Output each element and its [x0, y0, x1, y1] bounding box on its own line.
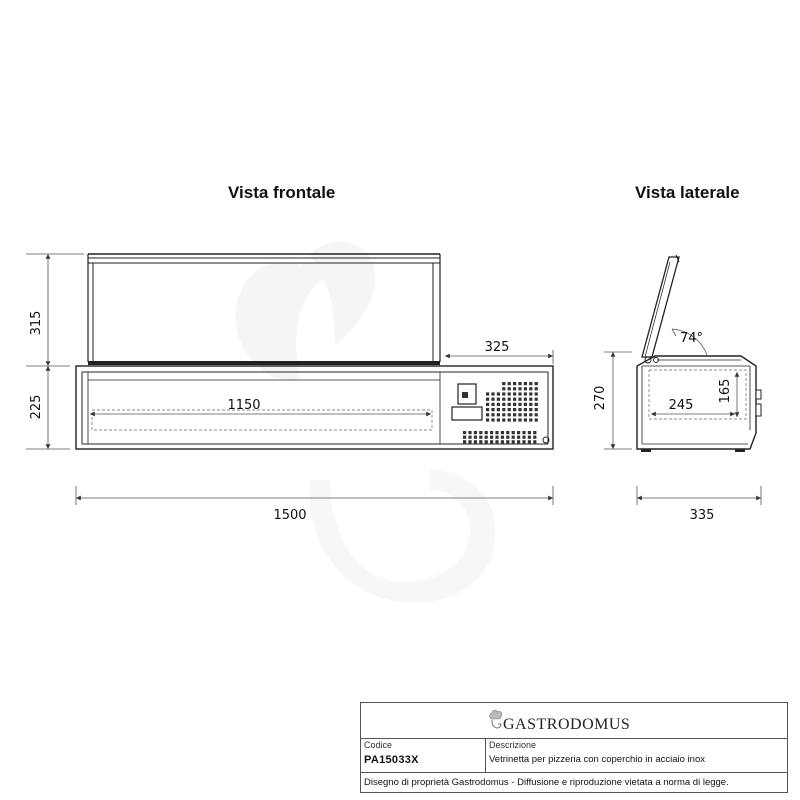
dim-front-body-height: 225 [29, 395, 44, 420]
code-cell: Codice PA15033X [361, 739, 486, 772]
dim-front-total-width: 1500 [273, 508, 306, 523]
title-block: GASTRODOMUS Codice PA15033X Descrizione … [360, 702, 788, 793]
description-cell: Descrizione Vetrinetta per pizzeria con … [486, 739, 787, 772]
dim-side-total-depth: 335 [690, 508, 715, 523]
front-glass-lid [87, 253, 441, 365]
side-view: 74° 270 165 245 335 [593, 254, 762, 523]
front-control-panel [451, 382, 550, 444]
side-dimensions: 270 165 245 335 [593, 351, 762, 523]
dim-front-glass-height: 315 [29, 311, 44, 336]
front-view: 315 225 325 1150 1500 [26, 253, 554, 523]
front-view-title: Vista frontale [228, 183, 335, 202]
ventilation-grille [463, 382, 538, 444]
dim-front-inner-width: 1150 [227, 398, 260, 413]
front-body [75, 365, 554, 450]
title-block-row: Codice PA15033X Descrizione Vetrinetta p… [361, 739, 787, 773]
dim-side-inner-height: 165 [718, 379, 733, 404]
dim-front-control-width: 325 [485, 340, 510, 355]
front-dimensions: 315 225 325 1150 1500 [26, 253, 554, 523]
watermark-logo-icon [235, 241, 496, 603]
brand-name: GASTRODOMUS [503, 716, 631, 733]
description-value: Vetrinetta per pizzeria con coperchio in… [489, 754, 705, 765]
dim-side-height: 270 [593, 386, 608, 411]
side-body [636, 355, 762, 452]
description-label: Descrizione [489, 740, 537, 750]
ownership-notice: Disegno di proprietà Gastrodomus - Diffu… [364, 777, 729, 788]
code-label: Codice [364, 740, 393, 750]
code-value: PA15033X [364, 754, 419, 766]
side-view-title: Vista laterale [635, 183, 740, 202]
dim-side-angle: 74° [680, 331, 703, 346]
dim-side-inner-depth: 245 [669, 398, 694, 413]
chef-hat-logo-icon [489, 709, 502, 729]
brand-header: GASTRODOMUS [361, 703, 787, 739]
side-lid [641, 254, 680, 358]
